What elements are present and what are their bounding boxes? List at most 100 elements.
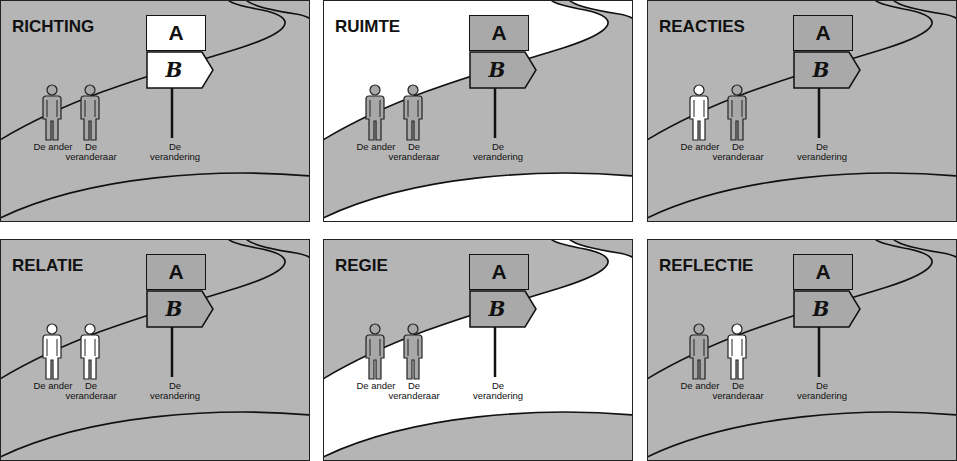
figure-label: De veranderaar [708, 142, 768, 163]
road-edge [324, 173, 632, 218]
person-arm [742, 100, 743, 117]
road-surface [1, 1, 309, 218]
sign-arrow: B [146, 51, 214, 89]
person-head [85, 324, 95, 334]
road-edge [893, 240, 956, 271]
panel-box: RICHTING AB De anderDe veranderaar De veran… [0, 0, 310, 222]
figure-label: De veranderaar [61, 142, 121, 163]
sign-letter: A [168, 21, 183, 45]
person-arm [95, 339, 96, 356]
road-edge [893, 1, 956, 32]
person-arm [57, 100, 58, 117]
person-head [732, 85, 742, 95]
person-body [690, 96, 708, 140]
figure-label: De veranderaar [708, 381, 768, 402]
sign-arrow-shape [470, 291, 536, 327]
sign-pole [171, 86, 174, 138]
person-head [732, 324, 742, 334]
sign-pole [818, 86, 821, 138]
panel-title: RICHTING [12, 17, 94, 37]
road-edge [1, 173, 309, 218]
person-body [404, 335, 422, 379]
figure-label: De verandering [790, 381, 854, 402]
person-body [81, 96, 99, 140]
panel-title: REACTIES [659, 17, 745, 37]
sign-arrow-shape [794, 291, 860, 327]
person-arm [95, 100, 96, 117]
sign-board: A [146, 15, 206, 51]
sign-board: A [146, 254, 206, 290]
sign-board: A [793, 15, 853, 51]
figure-label: De verandering [143, 142, 207, 163]
person-arm [418, 100, 419, 117]
road-surface [648, 1, 956, 218]
sign-arrow: B [793, 290, 861, 328]
person-head [370, 324, 380, 334]
sign-pole [171, 325, 174, 377]
person-head [694, 324, 704, 334]
road-surface [324, 240, 632, 457]
sign-letter: B [489, 297, 506, 321]
person-body [404, 96, 422, 140]
figure-label: De verandering [466, 381, 530, 402]
person-head [370, 85, 380, 95]
person-arm [732, 339, 733, 356]
person-arm [57, 339, 58, 356]
road-surface [1, 240, 309, 457]
figure-label: De ander [31, 142, 75, 152]
panel-title: REFLECTIE [659, 256, 753, 276]
sign-letter: A [491, 21, 506, 45]
person-body [366, 96, 384, 140]
person-body [728, 335, 746, 379]
road-edge [324, 412, 632, 457]
sign-arrow-shape [794, 52, 860, 88]
sign-board: A [793, 254, 853, 290]
sign-pole [494, 325, 497, 377]
person-body [81, 335, 99, 379]
person-arm [380, 339, 381, 356]
road-edge [246, 240, 309, 271]
person-head [694, 85, 704, 95]
person-head [408, 85, 418, 95]
sign-arrow: B [146, 290, 214, 328]
person-head [408, 324, 418, 334]
sign-pole [818, 325, 821, 377]
figure-label: De verandering [790, 142, 854, 163]
person-body [728, 96, 746, 140]
person-head [47, 85, 57, 95]
road-edge [648, 173, 956, 218]
road-edge [569, 240, 632, 271]
person-arm [85, 100, 86, 117]
person-arm [47, 100, 48, 117]
panel-box: REACTIESABDe anderDe veranderaarDe veran… [647, 0, 957, 222]
person-arm [380, 100, 381, 117]
figure-label: De verandering [143, 381, 207, 402]
person-body [43, 96, 61, 140]
panel-box: RELATIEABDe anderDe veranderaarDe verand… [0, 239, 310, 461]
road-edge [648, 412, 956, 457]
road-edge [324, 1, 608, 140]
figure-label: De veranderaar [384, 142, 444, 163]
sign-letter: B [166, 297, 183, 321]
sign-arrow-shape [470, 52, 536, 88]
sign-pole [494, 86, 497, 138]
figure-label: De veranderaar [61, 381, 121, 402]
person-arm [408, 100, 409, 117]
person-arm [742, 339, 743, 356]
sign-board: A [469, 15, 529, 51]
person-arm [694, 339, 695, 356]
sign-letter: A [168, 260, 183, 284]
sign-letter: A [815, 260, 830, 284]
person-head [47, 324, 57, 334]
figure-label: De ander [354, 381, 398, 391]
person-arm [85, 339, 86, 356]
figure-label: De veranderaar [384, 381, 444, 402]
road-edge [648, 240, 932, 379]
sign-arrow: B [469, 51, 537, 89]
person-arm [694, 100, 695, 117]
figure-label: De ander [354, 142, 398, 152]
person-arm [732, 100, 733, 117]
person-body [366, 335, 384, 379]
road-edge [648, 1, 932, 140]
